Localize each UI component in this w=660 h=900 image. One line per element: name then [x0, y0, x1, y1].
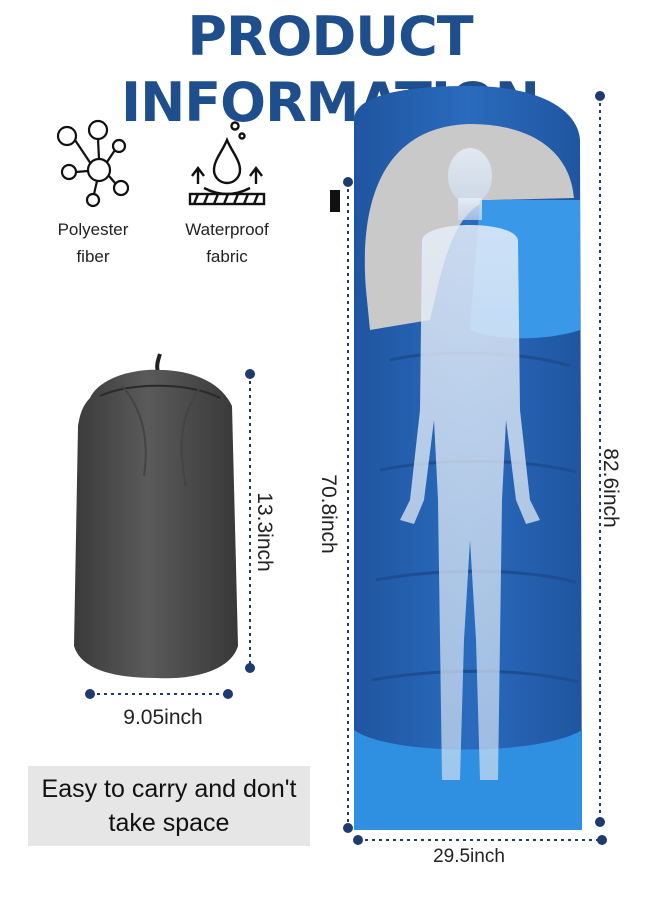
note-line1: Easy to carry and don't	[41, 775, 297, 803]
compression-sack-image	[74, 353, 238, 679]
easy-carry-note: Easy to carry and don't take space	[28, 766, 310, 846]
sack-height-dimension-line	[245, 369, 255, 673]
feature-polyester: Polyester fiber	[28, 118, 158, 270]
water-drop-icon	[188, 121, 266, 206]
molecule-icon	[56, 119, 130, 208]
feature-waterproof: Waterproof fabric	[162, 118, 292, 270]
note-line2: take space	[108, 809, 230, 837]
sack-height-label: 13.3inch	[253, 492, 276, 572]
bag-width-dimension-line	[353, 835, 607, 845]
outer-length-dimension-line	[595, 91, 605, 827]
feature-label-line1: Polyester	[57, 220, 129, 239]
feature-label-line2: fiber	[76, 247, 110, 266]
sack-width-label: 9.05inch	[123, 706, 203, 729]
sack-width-dimension-line	[85, 689, 233, 699]
inner-length-label: 70.8inch	[317, 474, 340, 554]
sleeping-bag-image	[330, 86, 582, 830]
inner-length-dimension-line	[343, 177, 353, 833]
bag-width-label: 29.5inch	[433, 846, 505, 867]
outer-length-label: 82.6inch	[599, 448, 622, 528]
feature-label-line1: Waterproof	[185, 220, 269, 239]
feature-label-line2: fabric	[206, 247, 248, 266]
